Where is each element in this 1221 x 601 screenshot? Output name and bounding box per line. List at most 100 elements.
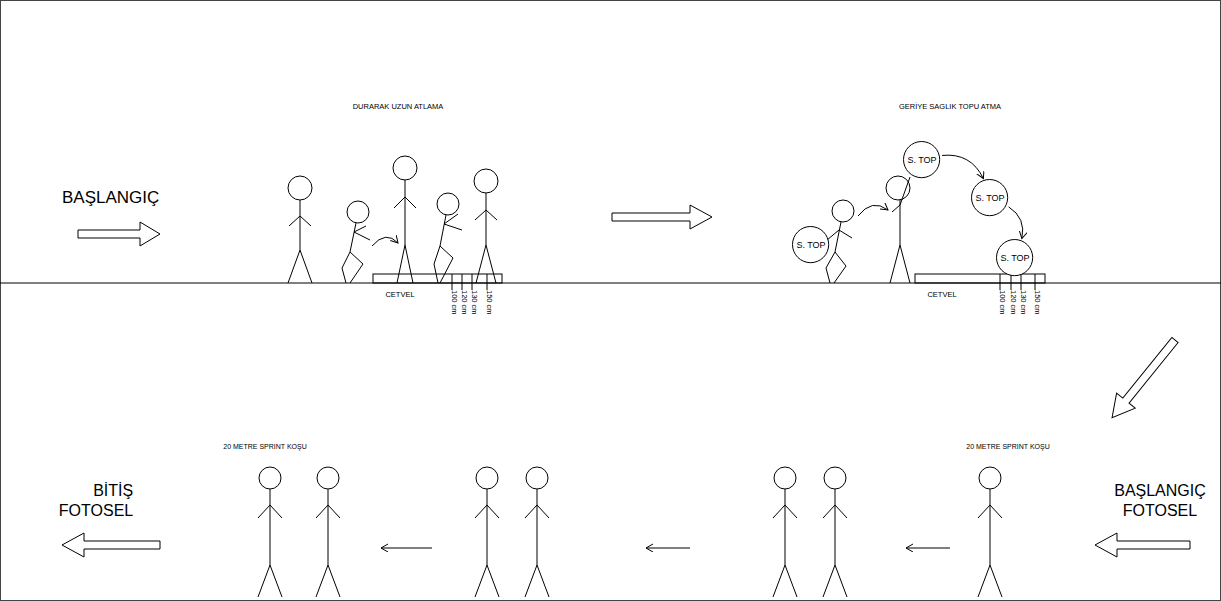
jumper-figure [288, 176, 312, 200]
jumper-figure [440, 215, 446, 246]
thrower-figure [834, 252, 846, 283]
jumper-figure [393, 156, 417, 180]
thrower-figure [827, 230, 839, 240]
thrower-figure [839, 230, 852, 238]
tick-label: 130 cm [1019, 290, 1027, 315]
jumper-figure [354, 226, 366, 232]
jumper-figure [397, 245, 405, 283]
ball-label: S. TOP [1000, 254, 1029, 263]
ruler [1000, 274, 1001, 290]
direction-arrow [646, 548, 690, 549]
ball-circle: S. TOP [971, 179, 1008, 216]
block-arrow [1095, 533, 1190, 557]
start-label: BAŞLANGIÇ [62, 189, 159, 208]
throw-path-arrow [942, 155, 983, 178]
jumper-figure [405, 197, 416, 208]
jumper-figure [486, 210, 497, 220]
ball-circle: S. TOP [996, 239, 1033, 276]
direction-arrow [906, 548, 950, 549]
runner-figure [258, 467, 1002, 597]
jumper-figure [354, 232, 370, 240]
ball-circle: S. TOP [903, 141, 940, 178]
ball-outline [793, 227, 829, 263]
jumper-figure [476, 245, 486, 283]
station-title: GERİYE SAGLIK TOPU ATMA [899, 103, 1001, 111]
tick-label: 120 cm [1009, 290, 1017, 315]
ruler [1021, 274, 1022, 290]
tick-label: 150 cm [1033, 290, 1041, 315]
finish-label: BİTİŞ FOTOSEL [59, 481, 133, 521]
direction-arrow [381, 548, 950, 549]
thrower-figure [892, 205, 900, 212]
ball-label: S. TOP [975, 194, 1004, 203]
jumper-figure [486, 193, 487, 245]
block-arrow [62, 533, 160, 557]
jumper-figure [437, 193, 459, 215]
tick-label: 120 cm [460, 290, 468, 315]
runner-figure [316, 467, 340, 597]
ruler [452, 274, 453, 290]
direction-arrow [381, 548, 432, 549]
thrower-figure [832, 200, 854, 222]
station-title: 20 METRE SPRINT KOŞU [223, 443, 307, 451]
ball-outline [904, 142, 940, 178]
ruler [1035, 274, 1036, 290]
jumper-figure [342, 252, 350, 283]
ball-label: S. TOP [796, 241, 825, 250]
throw-path-arrow [1009, 207, 1023, 239]
ball-circle: S. TOP [792, 226, 829, 263]
ruler [1011, 274, 1012, 290]
block-arrow [78, 222, 160, 246]
runner-figure [475, 467, 499, 597]
ruler [915, 274, 1045, 283]
station-title: DURARAK UZUN ATLAMA [353, 103, 444, 111]
tick-label: 130 cm [470, 290, 478, 315]
ball-outline [997, 240, 1033, 276]
ruler [472, 274, 473, 290]
thrower-figure [826, 176, 910, 283]
ruler [373, 274, 1045, 290]
block-arrow [1103, 332, 1185, 425]
ruler-label: CETVEL [385, 291, 414, 299]
jumper-figure [300, 250, 312, 283]
jumper-figure [486, 245, 496, 283]
jumper-figure [394, 197, 405, 208]
thrower-figure [858, 205, 888, 216]
jumper-figure [474, 169, 498, 193]
station-title: 20 METRE SPRINT KOŞU [966, 443, 1050, 451]
thrower-figure [900, 177, 910, 205]
jumper-figure [405, 180, 406, 245]
jumper-figure [300, 216, 311, 226]
ruler-label: CETVEL [927, 291, 956, 299]
ball-outline [972, 180, 1008, 216]
tick-label: 150 cm [485, 290, 493, 315]
tick-label: 100 cm [450, 290, 458, 315]
jumper-figure [347, 201, 369, 223]
jumper-figure [288, 156, 498, 283]
thrower-figure [900, 245, 910, 283]
jumper-figure [440, 246, 453, 283]
ruler [462, 274, 463, 290]
jumper-figure [475, 210, 486, 220]
jumper-figure [444, 214, 458, 224]
jumper-figure [372, 237, 398, 246]
jumper-figure [350, 252, 363, 283]
runner-figure [773, 467, 797, 597]
block-arrow [62, 205, 1190, 557]
ruler [487, 274, 488, 290]
jumper-figure [434, 246, 440, 283]
thrower-figure [900, 200, 901, 245]
thrower-figure [890, 245, 900, 283]
jumper-figure [444, 224, 462, 230]
tick-label: 100 cm [998, 290, 1006, 315]
start-label: BAŞLANGIÇ FOTOSEL [1114, 481, 1206, 521]
jumper-figure [350, 223, 356, 252]
thrower-figure [835, 222, 841, 252]
runner-figure [823, 467, 847, 597]
jumper-figure [300, 200, 301, 250]
thrower-figure [826, 252, 835, 283]
block-arrow [612, 205, 712, 229]
jumper-figure [288, 250, 300, 283]
